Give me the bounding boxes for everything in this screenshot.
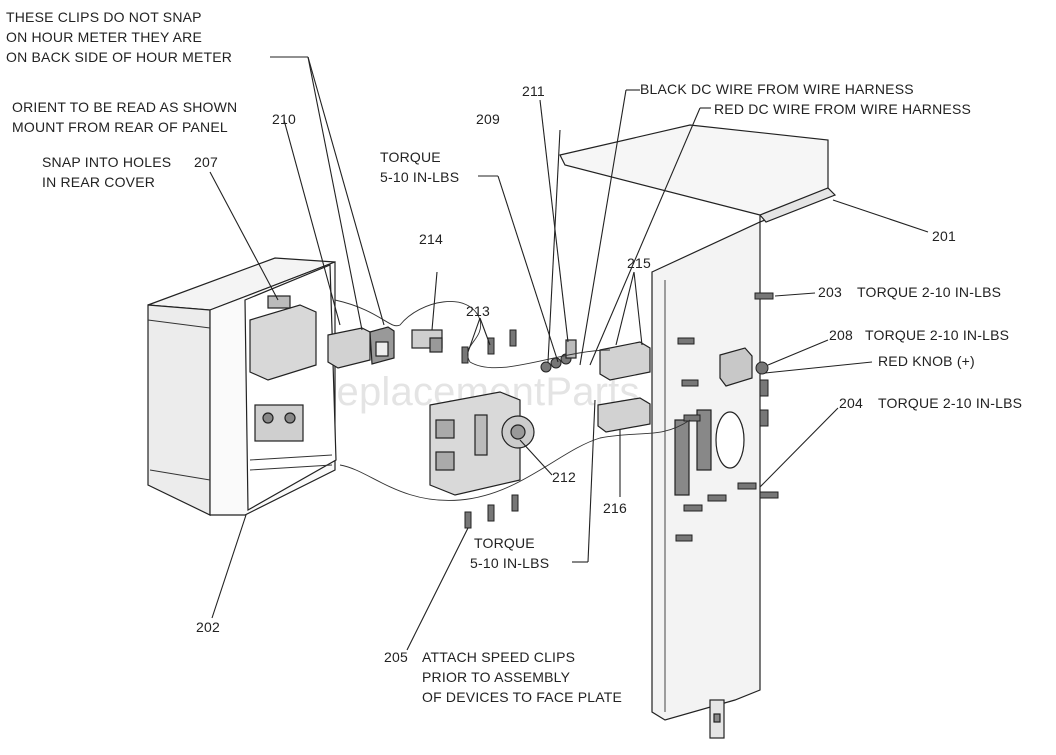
note-red-wire: RED DC WIRE FROM WIRE HARNESS [714, 101, 971, 117]
note-speed-line1: ATTACH SPEED CLIPS [422, 649, 575, 665]
notes-torque-top: TORQUE 5-10 IN-LBS [380, 149, 459, 185]
note-clips-line2: ON HOUR METER THEY ARE [6, 29, 202, 45]
note-torque-204: TORQUE 2-10 IN-LBS [878, 395, 1022, 411]
terminal-216 [597, 397, 651, 433]
callout-208: 208 [829, 327, 853, 343]
face-plate-201 [559, 124, 837, 739]
note-red-knob: RED KNOB (+) [878, 353, 975, 369]
terminal-215 [599, 341, 651, 381]
note-orient-line2: MOUNT FROM REAR OF PANEL [12, 119, 228, 135]
rear-cover-box [147, 257, 337, 516]
bolts [675, 292, 779, 542]
callout-202: 202 [196, 619, 220, 635]
notes-torque-bottom: TORQUE 5-10 IN-LBS [470, 535, 549, 571]
switch-212 [429, 391, 535, 496]
note-torque-203: TORQUE 2-10 IN-LBS [857, 284, 1001, 300]
nut-cluster-209-211 [540, 339, 577, 373]
callout-211: 211 [522, 83, 545, 99]
callout-216: 216 [603, 500, 627, 516]
note-torque-bottom-line2: 5-10 IN-LBS [470, 555, 549, 571]
callout-209: 209 [476, 111, 500, 127]
callout-213: 213 [466, 303, 490, 319]
note-torque-top-line1: TORQUE [380, 149, 441, 165]
note-torque-top-line2: 5-10 IN-LBS [380, 169, 459, 185]
hour-meter-210 [327, 326, 395, 369]
note-speed-line3: OF DEVICES TO FACE PLATE [422, 689, 622, 705]
callout-204: 204 [839, 395, 863, 411]
note-torque-bottom-line1: TORQUE [474, 535, 535, 551]
relay-207 [249, 295, 317, 381]
red-knob-208 [719, 347, 769, 387]
callout-210: 210 [272, 111, 296, 127]
callout-214: 214 [419, 231, 443, 247]
note-speed-line2: PRIOR TO ASSEMBLY [422, 669, 571, 685]
device-214 [411, 329, 443, 353]
callout-203: 203 [818, 284, 842, 300]
note-black-wire: BLACK DC WIRE FROM WIRE HARNESS [640, 81, 914, 97]
note-snap-line2: IN REAR COVER [42, 174, 155, 190]
notes-orient: ORIENT TO BE READ AS SHOWN MOUNT FROM RE… [12, 99, 237, 135]
note-torque-208: TORQUE 2-10 IN-LBS [865, 327, 1009, 343]
leader-lines [209, 56, 929, 651]
note-clips-line3: ON BACK SIDE OF HOUR METER [6, 49, 232, 65]
callout-207: 207 [194, 154, 218, 170]
callout-212: 212 [552, 469, 576, 485]
notes-snap: SNAP INTO HOLES IN REAR COVER [42, 154, 171, 190]
terminal-block-in-box [254, 404, 304, 442]
callout-201: 201 [932, 228, 956, 244]
callout-205: 205 [384, 649, 408, 665]
callout-215: 215 [627, 255, 651, 271]
notes-speed-clips: ATTACH SPEED CLIPS PRIOR TO ASSEMBLY OF … [422, 649, 622, 705]
note-clips-line1: THESE CLIPS DO NOT SNAP [6, 9, 202, 25]
note-snap-line1: SNAP INTO HOLES [42, 154, 171, 170]
notes-clips: THESE CLIPS DO NOT SNAP ON HOUR METER TH… [6, 9, 232, 65]
note-orient-line1: ORIENT TO BE READ AS SHOWN [12, 99, 237, 115]
